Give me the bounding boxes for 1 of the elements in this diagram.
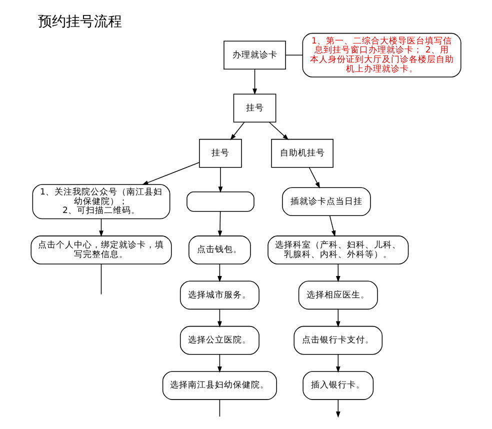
diagram-title: 预约挂号流程 — [38, 14, 122, 30]
